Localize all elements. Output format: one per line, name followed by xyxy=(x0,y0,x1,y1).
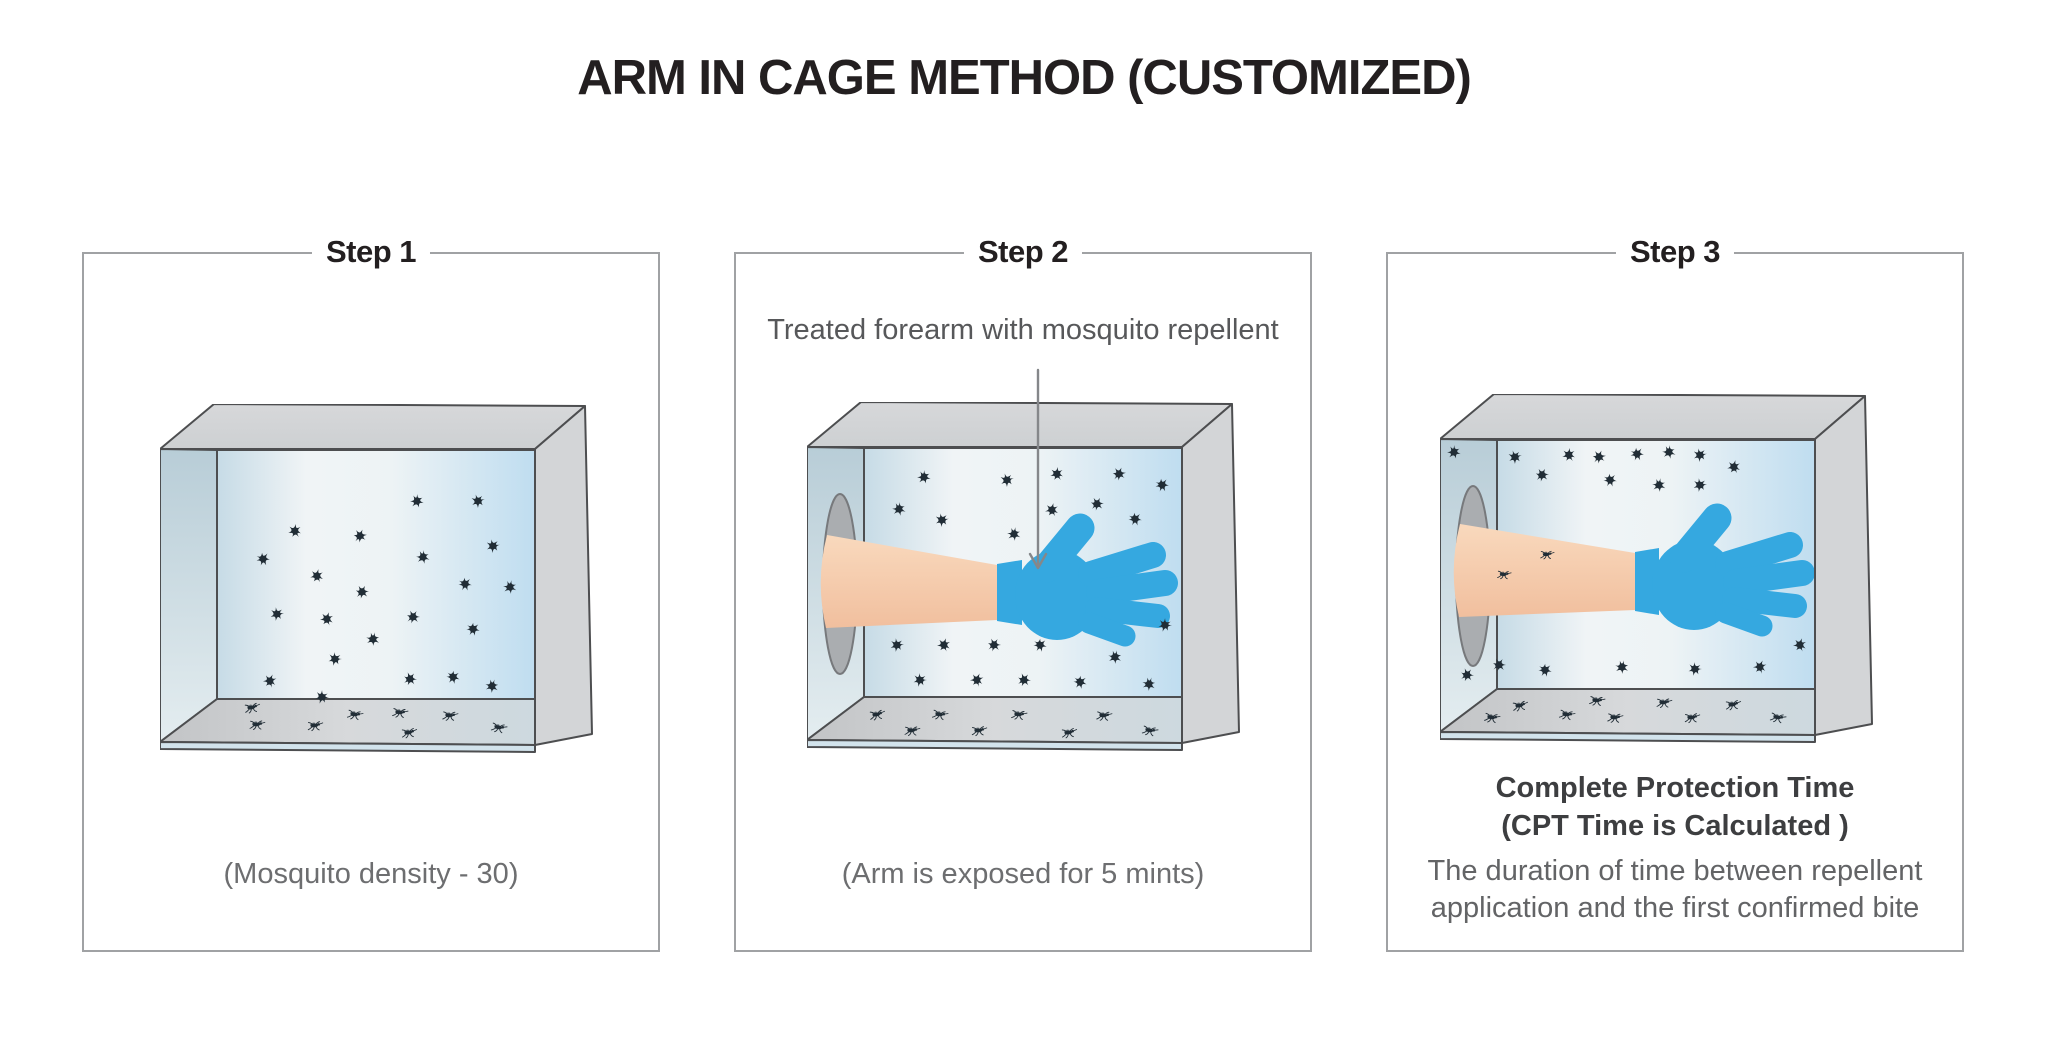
step-1-label: Step 1 xyxy=(311,234,431,271)
cage-front-lip xyxy=(1439,731,1816,743)
cage-front-lip xyxy=(806,739,1183,751)
cpt-title-line-1: Complete Protection Time xyxy=(1495,772,1855,804)
panel-step-3: Step 3 Complete Protection Time (CPT xyxy=(1386,234,1964,952)
glove-finger xyxy=(1723,560,1815,595)
cage-floor xyxy=(159,698,536,746)
cage-top-face xyxy=(1439,393,1866,440)
cage-illustration-step-1 xyxy=(159,403,595,761)
cage-top-face xyxy=(159,403,586,450)
cage-illustration-step-2 xyxy=(806,401,1242,759)
glove-finger xyxy=(1722,587,1807,618)
cpt-title-line-2: (CPT Time is Calculated ) xyxy=(1501,810,1849,842)
forearm-skin xyxy=(820,535,997,628)
cage-front-lip xyxy=(159,741,536,753)
glove-finger xyxy=(1032,513,1095,583)
cage-right-face xyxy=(1814,395,1873,736)
cage-back-wall xyxy=(216,449,536,700)
cage-right-face xyxy=(1181,403,1240,744)
down-arrow-icon xyxy=(1028,368,1048,570)
gloved-arm xyxy=(1453,503,1815,637)
step-3-label: Step 3 xyxy=(1615,234,1735,271)
cage-illustration-step-3 xyxy=(1439,393,1875,751)
glove-cuff xyxy=(1635,548,1659,615)
cage-floor xyxy=(806,696,1183,744)
glove-finger xyxy=(1078,542,1166,587)
step-1-caption: (Mosquito density - 30) xyxy=(223,858,519,890)
cage-right-face xyxy=(534,405,593,746)
glove-finger xyxy=(1669,503,1732,573)
glove-cuff xyxy=(997,560,1022,625)
step-2-caption: (Arm is exposed for 5 mints) xyxy=(841,858,1205,890)
step-2-annotation: Treated forearm with mosquito repellent xyxy=(767,314,1279,346)
step-2-label: Step 2 xyxy=(963,234,1083,271)
forearm-skin xyxy=(1453,524,1635,617)
glove-finger xyxy=(1086,570,1178,605)
glove-finger xyxy=(1715,602,1773,637)
glove-finger xyxy=(1085,597,1170,628)
cage-floor xyxy=(1439,688,1816,736)
glove-finger xyxy=(1078,612,1136,647)
step-3-caption-block: Complete Protection Time (CPT Time is Ca… xyxy=(1388,769,1962,927)
panel-step-2: Step 2 Treated forearm with mosquito rep… xyxy=(734,234,1312,952)
gloved-arm xyxy=(820,513,1178,647)
cage-top-face xyxy=(806,401,1233,448)
page-title: ARM IN CAGE METHOD (CUSTOMIZED) xyxy=(577,51,1472,105)
panel-step-1: Step 1 (Mosquito density - 30) xyxy=(82,234,660,952)
glove-finger xyxy=(1715,532,1803,577)
cpt-description: The duration of time between repellent a… xyxy=(1427,855,1923,924)
cage-left-wall xyxy=(159,448,218,743)
